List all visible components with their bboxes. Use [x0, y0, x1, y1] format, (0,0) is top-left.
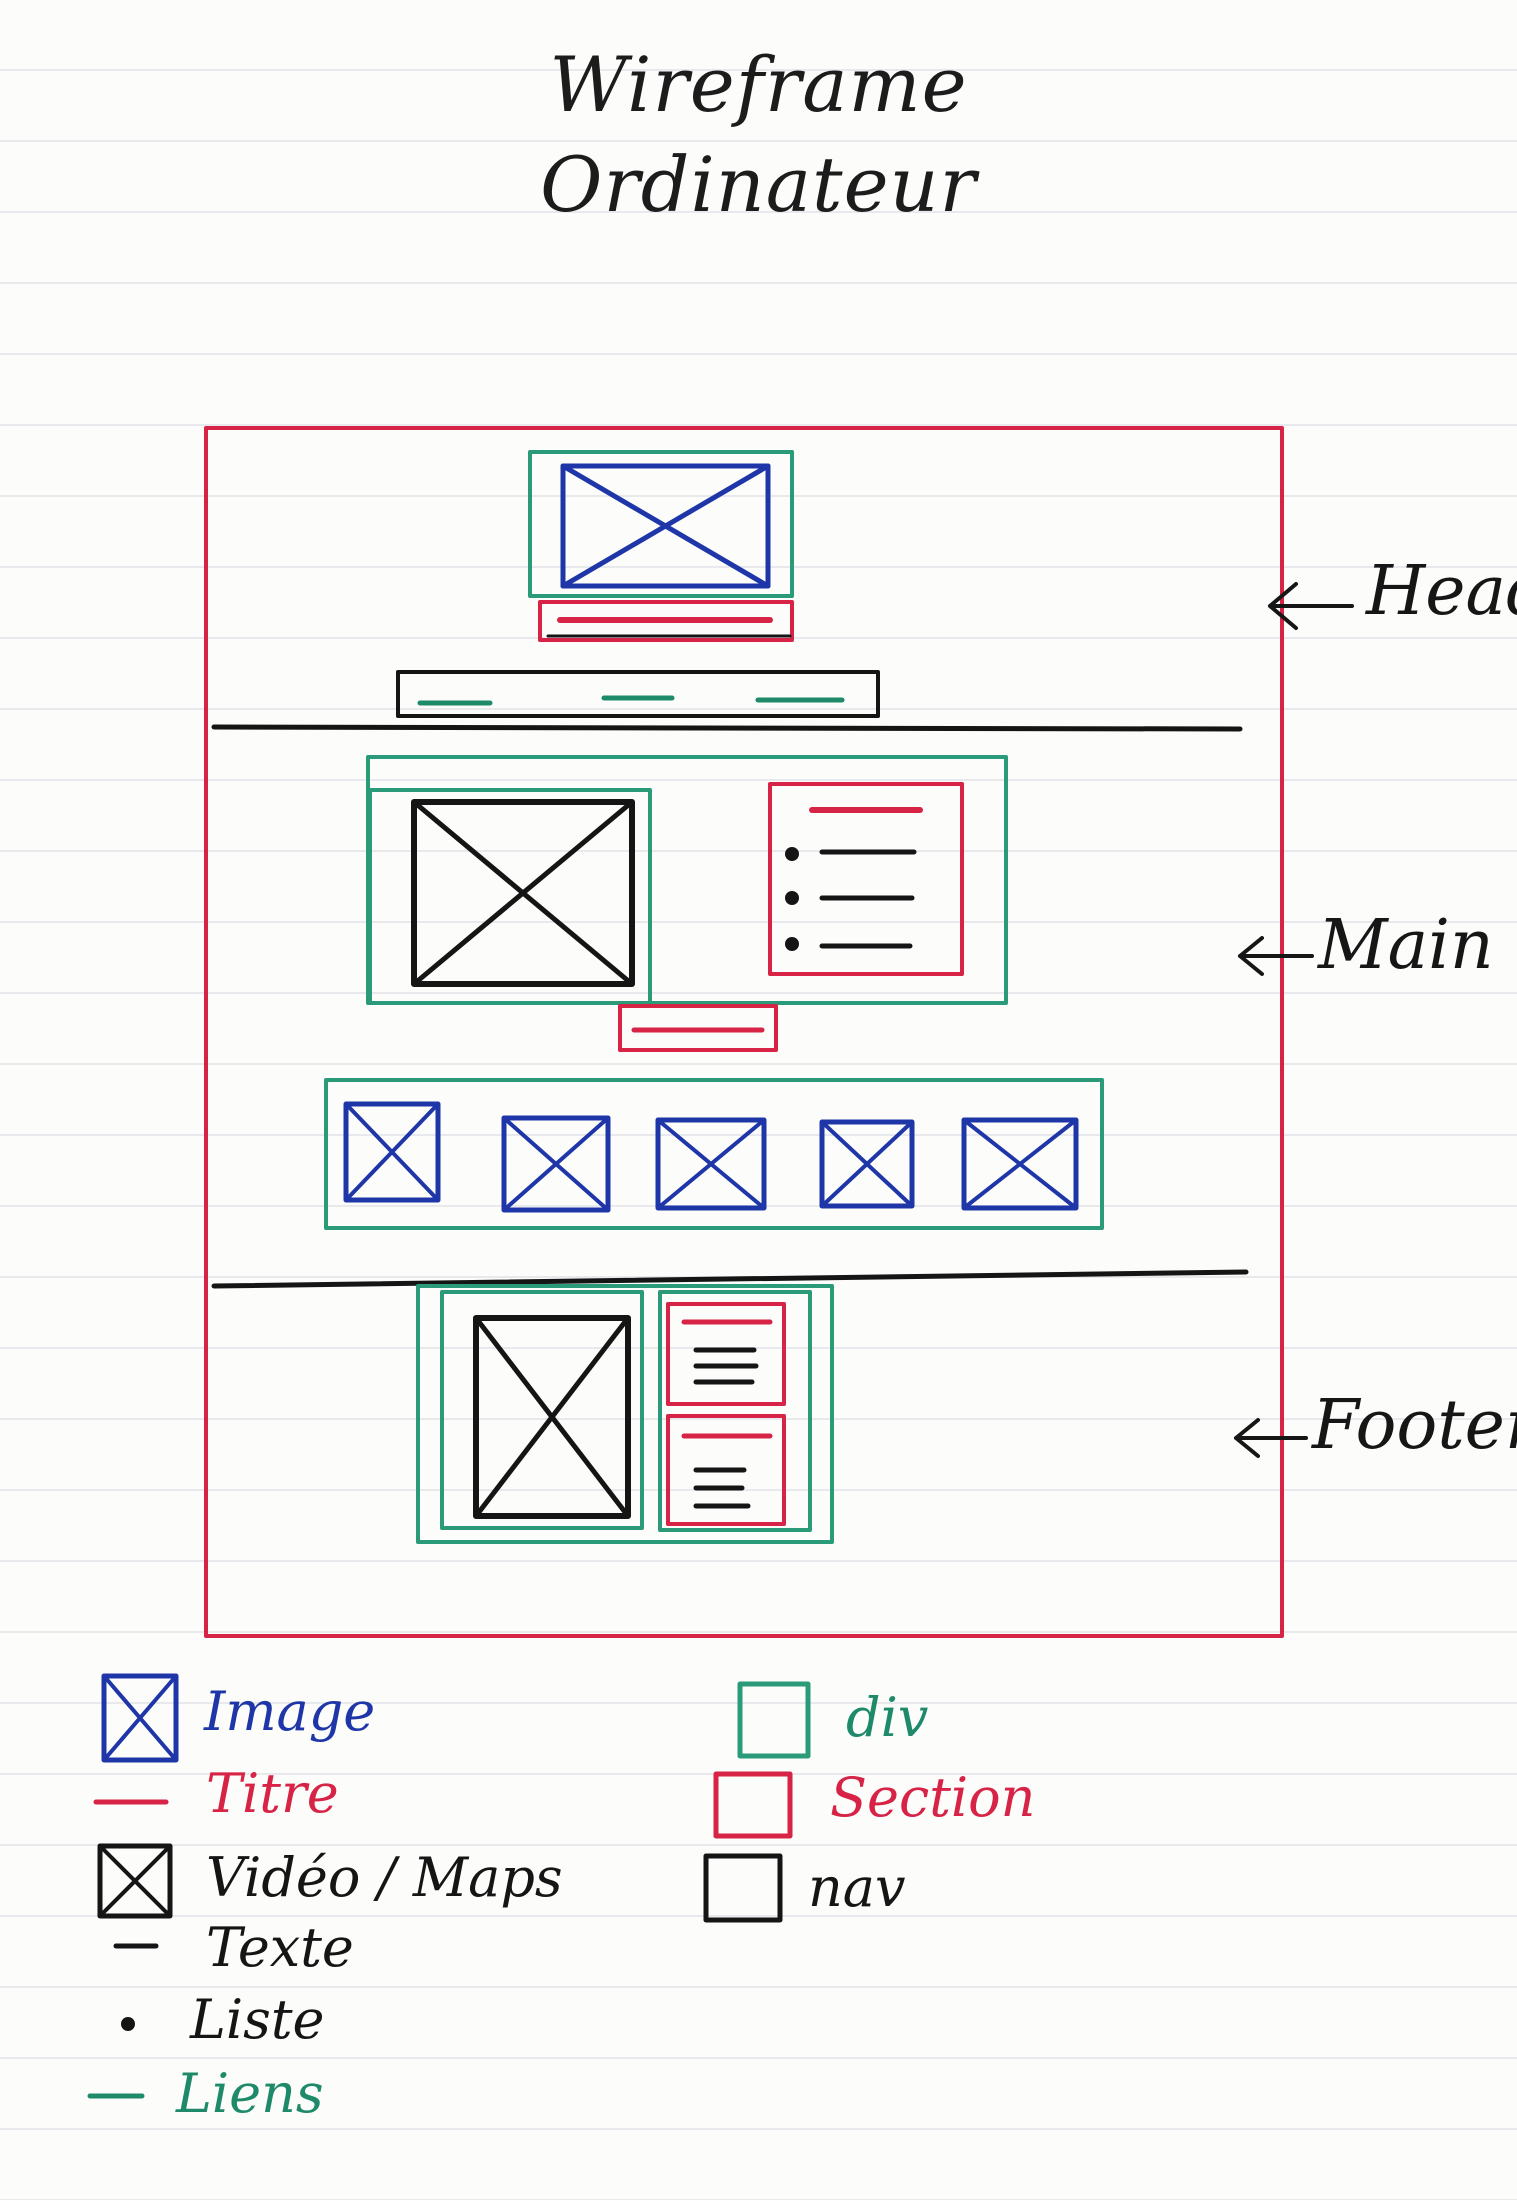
- main-list-section: [768, 782, 964, 976]
- header-title-section: [538, 600, 794, 642]
- legend-liens-label: Liens: [176, 2062, 324, 2125]
- legend-section-icon: [713, 1771, 793, 1839]
- page-subtitle: Ordinateur: [540, 140, 977, 229]
- footer-video-div: [440, 1290, 644, 1530]
- main-gallery-div: [324, 1078, 1104, 1230]
- main-region-label: Main: [1318, 906, 1494, 985]
- legend-texte-label: Texte: [206, 1916, 354, 1979]
- main-gallery-images: [343, 1101, 1079, 1213]
- legend-div-icon: [737, 1681, 811, 1759]
- arrow-to-main: [1238, 936, 1314, 976]
- main-video-div: [368, 788, 652, 1005]
- footer-div: [416, 1284, 834, 1544]
- legend-nav-icon: [703, 1853, 783, 1923]
- legend-nav-label: nav: [808, 1856, 906, 1919]
- main-top-div: [366, 755, 1008, 1005]
- legend-video-maps-icon: [97, 1843, 173, 1919]
- footer-region-label: Footer: [1312, 1386, 1517, 1465]
- footer-section-bottom: [666, 1414, 786, 1526]
- legend-image-label: Image: [204, 1680, 376, 1743]
- main-video-maps: [411, 799, 635, 987]
- footer-video-maps: [473, 1315, 631, 1519]
- arrow-to-footer: [1234, 1418, 1308, 1458]
- legend-section-label: Section: [830, 1766, 1036, 1829]
- footer-separator: [211, 1269, 1249, 1289]
- header-logo-div: [528, 450, 794, 598]
- arrow-to-header: [1268, 582, 1354, 630]
- legend-titre-label: Titre: [206, 1762, 339, 1825]
- legend-image-icon: [101, 1673, 179, 1763]
- legend-liste-label: Liste: [190, 1988, 325, 2051]
- footer-section-top: [666, 1302, 786, 1406]
- page-frame-section: [204, 426, 1284, 1638]
- header-separator: [211, 724, 1243, 732]
- header-region-label: Head: [1366, 552, 1517, 631]
- page-title: Wireframe: [549, 40, 968, 129]
- legend-div-label: div: [846, 1686, 929, 1749]
- header-nav: [396, 670, 880, 718]
- legend-video-maps-label: Vidéo / Maps: [206, 1846, 563, 1909]
- header-logo-image: [560, 463, 771, 589]
- legend-liste-icon: [121, 2017, 135, 2031]
- footer-sections-div: [658, 1290, 812, 1532]
- main-title-section: [618, 1004, 778, 1052]
